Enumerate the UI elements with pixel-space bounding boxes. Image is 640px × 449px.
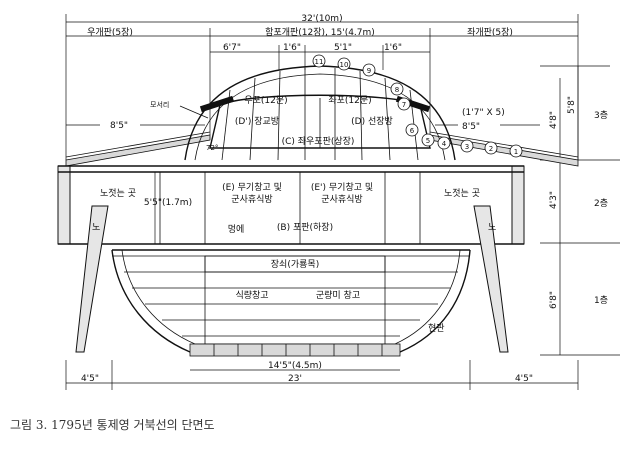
svg-text:1: 1 (514, 148, 518, 156)
plank-number-4: 4 (437, 136, 451, 150)
side-plank-label: 현판 (428, 323, 445, 334)
right-plank-label: 좌개판(5장) (467, 27, 513, 38)
plank-number-11: 11 (312, 54, 326, 68)
right-spec-label: (1'7" X 5) (462, 108, 505, 118)
plank-number-9: 9 (362, 63, 376, 77)
bottom-right-4-5-label: 4'5" (515, 374, 533, 384)
hull (111, 249, 471, 357)
seg-6-7-label: 6'7" (223, 43, 241, 53)
bottom-14-5-label: 14'5"(4.5m) (268, 361, 322, 371)
corner-label: 모서리 (150, 100, 169, 109)
weapons-e-line2: 군사휴식방 (231, 194, 272, 205)
plank-number-10: 10 (337, 57, 351, 71)
floor-2-label: 2층 (594, 198, 608, 209)
officer-room-label: (D') 장교방 (235, 116, 279, 127)
right-8-5-label: 8'5" (462, 122, 480, 132)
bottom-left-4-5-label: 4'5" (81, 374, 99, 384)
height-6-8-label: 6'8" (549, 291, 559, 309)
upo-label: 우포(12문) (244, 95, 287, 106)
figure-caption: 그림 3. 1795년 통제영 거북선의 단면도 (10, 418, 215, 432)
lower-gun-deck-label: (B) 포판(하장) (277, 222, 333, 233)
height-5-5-label: 5'5"(1.7m) (144, 198, 192, 208)
seg-1-6-left-label: 1'6" (283, 43, 301, 53)
plank-number-5: 5 (421, 133, 435, 147)
weapons-e-prime-line1: (E') 무기창고 및 (311, 181, 373, 193)
plank-number-6: 6 (405, 123, 419, 137)
floor-3-label: 3층 (594, 110, 608, 121)
upper-gun-deck-label: (C) 좌우포판(상장) (282, 136, 355, 147)
food-storage-label: 식량창고 (235, 289, 268, 301)
seg-1-6-right-label: 1'6" (384, 43, 402, 53)
oars: 노 노 (75, 205, 509, 353)
top-dimensions: 32'(10m) 우개판(5장) 함포개판(12장), 15'(4.7m) 좌개… (65, 14, 579, 160)
floor-1-label: 1층 (594, 295, 608, 306)
plank-number-2: 2 (484, 141, 498, 155)
rice-storage-label: 군량미 창고 (316, 289, 360, 301)
plank-number-8: 8 (390, 82, 404, 96)
oar-left-label: 노 (92, 222, 100, 233)
plank-number-1: 1 (509, 144, 523, 158)
plank-numbers: 1 2 3 4 5 6 7 8 9 10 11 (312, 54, 523, 158)
rowing-left-label: 노젓는 곳 (100, 187, 136, 199)
weapons-e-prime-line2: 군사휴식방 (321, 194, 362, 205)
weapons-e-line1: (E) 무기창고 및 (222, 181, 282, 193)
bottom-23-label: 23' (288, 374, 302, 384)
middle-deck (57, 165, 525, 245)
center-plank-label: 함포개판(12장), 15'(4.7m) (265, 27, 375, 38)
svg-text:5: 5 (426, 137, 430, 145)
crossbeam-label: 멍에 (228, 224, 245, 235)
left-plank-label: 우개판(5장) (87, 27, 133, 38)
jwapo-label: 좌포(12문) (328, 95, 371, 106)
captain-room-label: (D) 선장방 (351, 116, 393, 127)
height-4-8-label: 4'8" (549, 111, 559, 129)
svg-text:11: 11 (315, 58, 324, 66)
svg-text:2: 2 (489, 145, 493, 153)
svg-text:6: 6 (410, 127, 415, 135)
svg-text:9: 9 (367, 67, 371, 75)
angle-label: 72° (206, 144, 218, 152)
svg-text:7: 7 (402, 101, 406, 109)
left-cannon-icon (199, 95, 235, 113)
rowing-right-label: 노젓는 곳 (444, 187, 480, 199)
plank-number-3: 3 (460, 139, 474, 153)
svg-text:8: 8 (395, 86, 399, 94)
plank-number-7: 7 (397, 97, 411, 111)
bottom-dimensions: 14'5"(4.5m) 4'5" 23' 4'5" (65, 360, 579, 390)
seg-5-1-label: 5'1" (334, 43, 352, 53)
oar-right-label: 노 (488, 222, 496, 233)
right-height-dimensions: 4'8" 5'8" 4'3" 6'8" 3층 2층 1층 (540, 65, 620, 356)
svg-text:3: 3 (465, 143, 469, 151)
total-width-label: 32'(10m) (301, 14, 342, 24)
svg-text:4: 4 (442, 140, 447, 148)
left-8-5-label: 8'5" (110, 121, 128, 131)
height-4-3-label: 4'3" (549, 191, 559, 209)
svg-text:10: 10 (340, 61, 349, 69)
stringer-label: 장쇠(가룡목) (271, 259, 319, 270)
cross-section-diagram: 32'(10m) 우개판(5장) 함포개판(12장), 15'(4.7m) 좌개… (57, 14, 620, 390)
height-5-8-label: 5'8" (567, 96, 577, 114)
